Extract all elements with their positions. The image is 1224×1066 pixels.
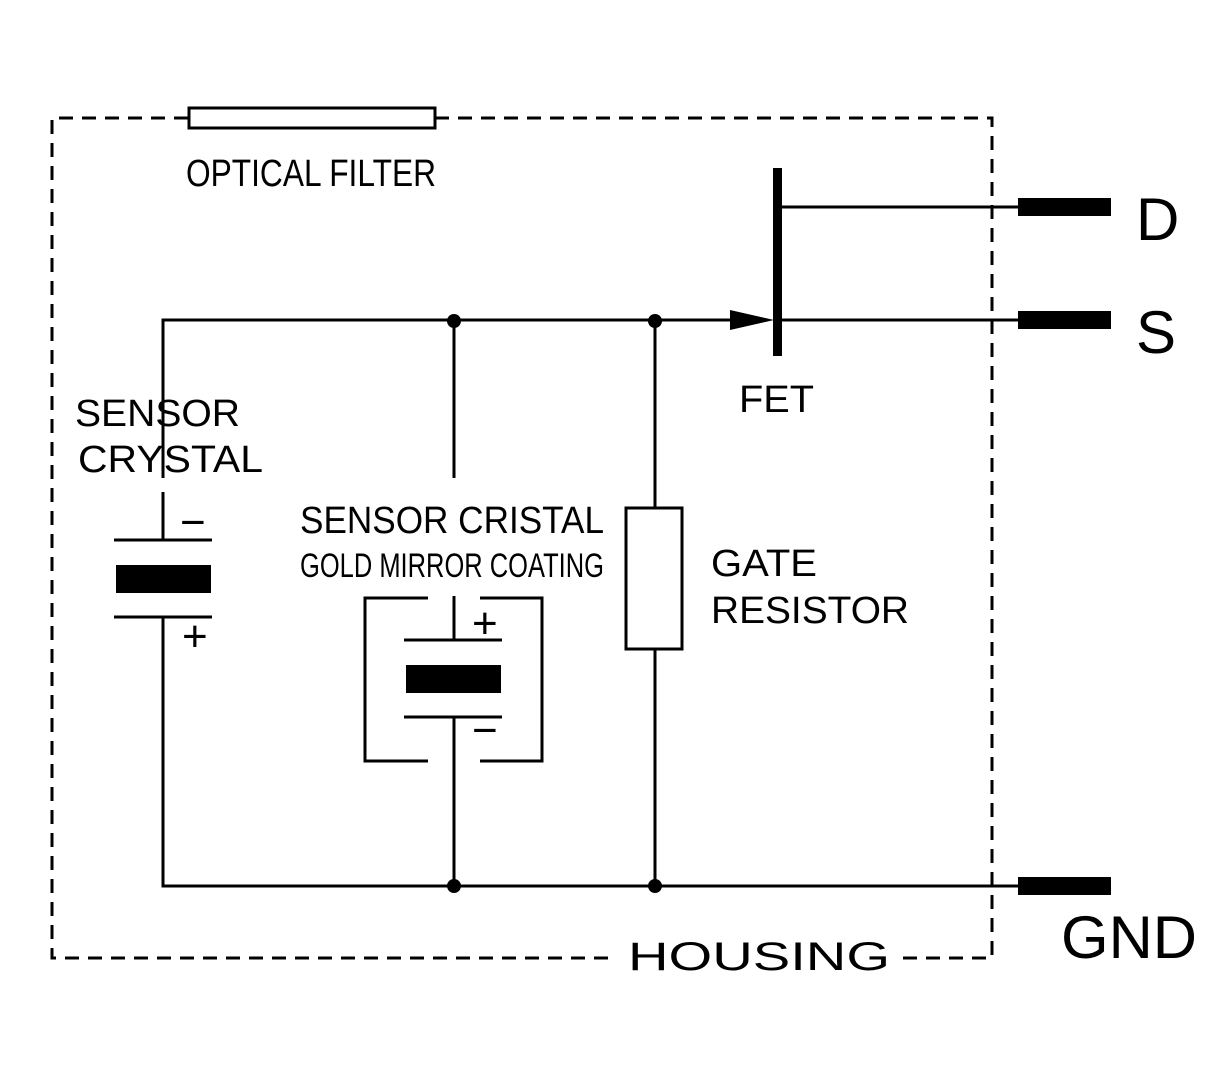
ground-wire bbox=[161, 637, 1020, 888]
terminal-s-label: S bbox=[1136, 299, 1176, 366]
fet-channel-bar bbox=[773, 168, 782, 356]
sensor-crystal-minus: − bbox=[180, 498, 206, 547]
terminal-gnd-label: GND bbox=[1061, 904, 1197, 971]
terminal-gnd-pad bbox=[1018, 877, 1111, 895]
cristal-coated-element bbox=[363, 321, 544, 886]
cristal-label-line1: SENSOR CRISTAL bbox=[300, 500, 604, 542]
gate-resistor bbox=[624, 321, 684, 886]
gate-wire bbox=[161, 318, 735, 478]
optical-filter bbox=[187, 106, 437, 130]
optical-filter-label: OPTICAL FILTER bbox=[186, 153, 436, 195]
fet-label: FET bbox=[739, 379, 814, 421]
cristal-minus: − bbox=[472, 706, 498, 755]
gate-resistor-label-line1: GATE bbox=[711, 543, 817, 585]
terminal-s-pad bbox=[1018, 311, 1111, 329]
terminal-d-pad bbox=[1018, 198, 1111, 216]
sensor-crystal-label-line1: SENSOR bbox=[75, 393, 240, 435]
sensor-crystal-plus: + bbox=[182, 612, 208, 661]
gate-resistor-label-line2: RESISTOR bbox=[711, 590, 909, 632]
cristal-label-line2: GOLD MIRROR COATING bbox=[300, 547, 604, 585]
sensor-crystal-label-line2: CRYSTAL bbox=[78, 439, 263, 481]
housing-label: HOUSING bbox=[628, 935, 890, 979]
cristal-plus: + bbox=[472, 599, 498, 648]
sensor-crystal-element bbox=[114, 492, 212, 640]
fet-gate-arrow bbox=[730, 310, 774, 330]
housing-outline bbox=[50, 116, 994, 960]
terminal-d-label: D bbox=[1136, 186, 1179, 253]
